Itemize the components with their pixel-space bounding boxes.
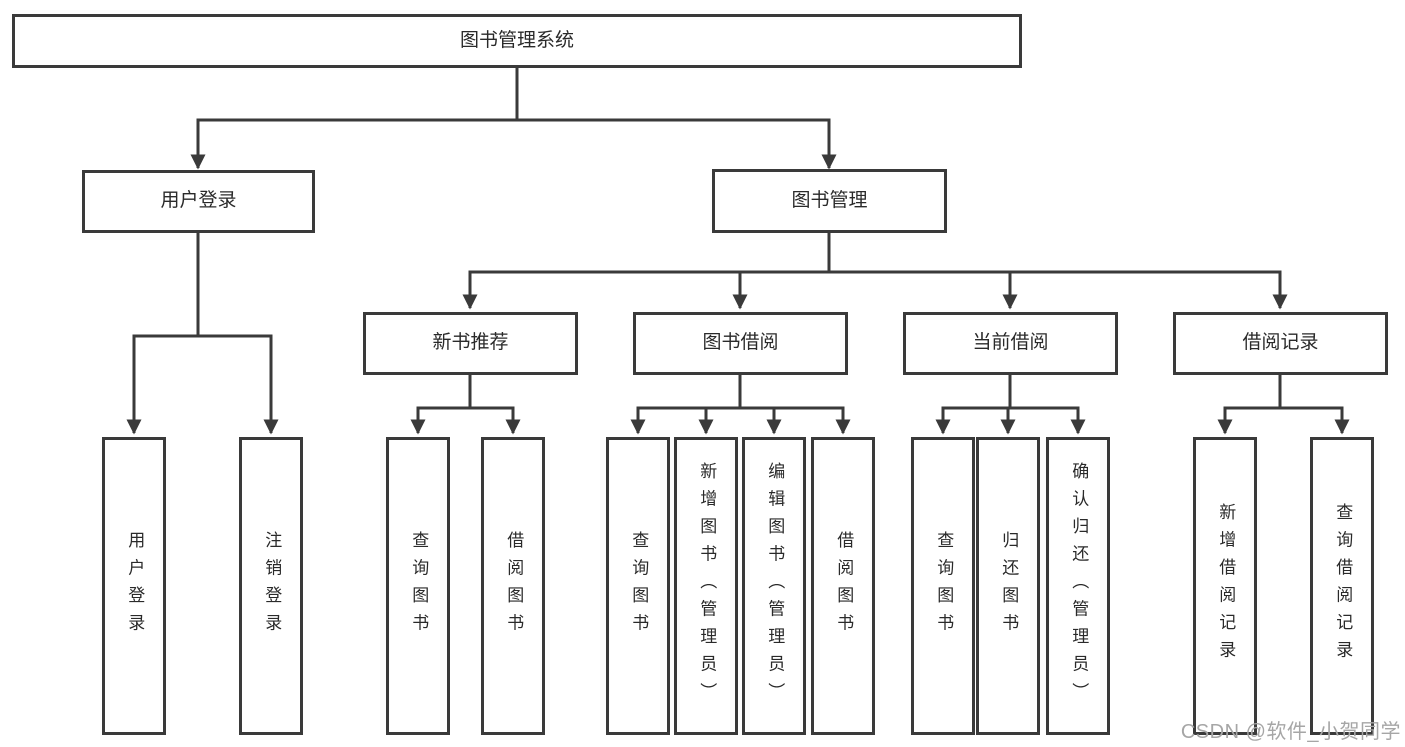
node-book-management: 图书管理 xyxy=(712,169,947,233)
node-add-book-admin: 新增图书（管理员） xyxy=(674,437,738,735)
csdn-watermark: CSDN @软件_小贺同学 xyxy=(1180,721,1401,743)
node-query-books-recommend: 查询图书 xyxy=(386,437,450,735)
node-query-books-borrow: 查询图书 xyxy=(606,437,670,735)
node-query-borrow-record: 查询借阅记录 xyxy=(1310,437,1374,735)
node-current-borrow: 当前借阅 xyxy=(903,312,1118,375)
node-library-management-system: 图书管理系统 xyxy=(12,14,1022,68)
node-logout-op: 注销登录 xyxy=(239,437,303,735)
node-borrow-books-op: 借阅图书 xyxy=(811,437,875,735)
node-book-borrow: 图书借阅 xyxy=(633,312,848,375)
node-query-books-current: 查询图书 xyxy=(911,437,975,735)
node-user-login: 用户登录 xyxy=(82,170,315,233)
node-return-book: 归还图书 xyxy=(976,437,1040,735)
node-edit-book-admin: 编辑图书（管理员） xyxy=(742,437,806,735)
node-new-book-recommend: 新书推荐 xyxy=(363,312,578,375)
node-confirm-return-admin: 确认归还（管理员） xyxy=(1046,437,1110,735)
node-add-borrow-record: 新增借阅记录 xyxy=(1193,437,1257,735)
node-borrow-books-recommend: 借阅图书 xyxy=(481,437,545,735)
node-borrow-records: 借阅记录 xyxy=(1173,312,1388,375)
node-user-login-op: 用户登录 xyxy=(102,437,166,735)
